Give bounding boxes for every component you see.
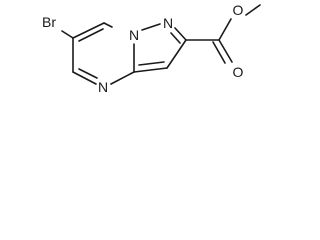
- bond-c6-br: [61, 30, 74, 39]
- atom-nitrogen-pyrazole: N: [163, 15, 173, 31]
- bond-n4-c3a: [110, 71, 135, 85]
- bond-o-methyl: [245, 4, 261, 16]
- bond-carbonyl-c-o: [218, 39, 233, 63]
- pyrazole-ring-bonds: [133, 23, 187, 73]
- bond-c6-c7-double: [78, 28, 104, 42]
- bond-c-o-ester: [218, 18, 232, 41]
- atom-bromine: Br: [42, 14, 56, 30]
- bond-c6-c7: [72, 22, 105, 39]
- chemical-structure-diagram: Br N N N O O: [42, 2, 261, 95]
- bond-c2-c3: [166, 39, 187, 69]
- bond-n2-c2: [174, 27, 187, 41]
- atom-nitrogen-pyrimidine: N: [98, 79, 108, 95]
- bond-c3-c3a-double: [138, 61, 165, 66]
- bond-c5-n4: [72, 71, 97, 85]
- bond-c5-n4-double: [78, 68, 98, 79]
- bond-n2-c2-double: [170, 32, 181, 44]
- atom-oxygen-carbonyl: O: [233, 64, 244, 80]
- atom-oxygen-ester: O: [233, 2, 244, 18]
- pyrimidine-ring-bonds: [72, 22, 135, 85]
- atom-nitrogen-bridgehead: N: [129, 27, 139, 43]
- atom-labels: Br N N N O O: [42, 2, 244, 95]
- substituent-bonds: [61, 4, 261, 64]
- bond-c3-c3a: [133, 67, 168, 73]
- bond-n-bridge-n2: [141, 23, 161, 31]
- bond-carbonyl-c-o-double: [212, 41, 226, 64]
- bond-c7-n-bridge: [103, 22, 113, 28]
